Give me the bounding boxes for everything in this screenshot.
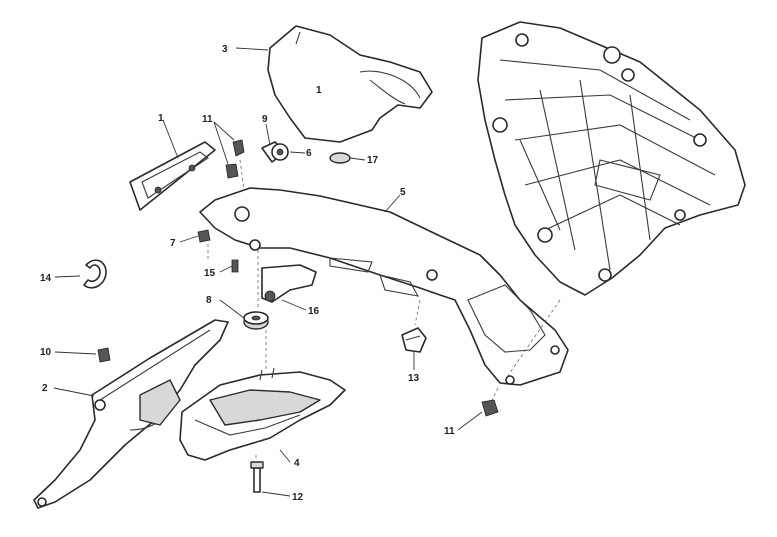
small-hardware bbox=[197, 139, 351, 273]
alignment-lines bbox=[207, 159, 561, 462]
part-4-housing bbox=[179, 367, 346, 461]
callout-16: 16 bbox=[308, 306, 320, 317]
part-3-cover bbox=[267, 25, 433, 143]
callout-12: 12 bbox=[292, 492, 304, 503]
callout-13: 13 bbox=[408, 373, 420, 384]
part-5-main-bracket bbox=[199, 187, 569, 386]
part-14-clip bbox=[83, 259, 107, 289]
callout-9: 9 bbox=[262, 114, 268, 125]
part-8-grommet bbox=[243, 311, 269, 330]
part-12-bolt bbox=[250, 461, 264, 493]
rear-subframe bbox=[477, 21, 746, 296]
part-2-plate-arm bbox=[33, 319, 229, 509]
part-1-plate-frame bbox=[129, 141, 216, 211]
callout-5: 5 bbox=[400, 187, 406, 198]
callout-7: 7 bbox=[170, 238, 176, 249]
part-16-clamp bbox=[261, 264, 317, 303]
callout-1-cover: 1 bbox=[316, 85, 322, 96]
callout-6: 6 bbox=[306, 148, 312, 159]
callout-1: 1 bbox=[158, 113, 164, 124]
callout-4: 4 bbox=[294, 458, 300, 469]
part-13-clip bbox=[401, 327, 427, 353]
callout-8: 8 bbox=[206, 295, 212, 306]
leader-lines bbox=[53, 47, 483, 497]
callout-11-top: 11 bbox=[202, 114, 213, 125]
callout-17: 17 bbox=[367, 155, 379, 166]
callout-11-bottom: 11 bbox=[444, 426, 455, 437]
callout-14: 14 bbox=[40, 273, 52, 284]
callout-2: 2 bbox=[42, 383, 48, 394]
callout-10: 10 bbox=[40, 347, 52, 358]
part-11-nut bbox=[481, 399, 499, 417]
callout-labels: 1 1 3 11 9 6 17 5 7 15 14 8 16 10 2 13 1… bbox=[40, 44, 455, 503]
callout-15: 15 bbox=[204, 268, 216, 279]
part-10-bolt bbox=[97, 347, 111, 363]
callout-3: 3 bbox=[222, 44, 228, 55]
